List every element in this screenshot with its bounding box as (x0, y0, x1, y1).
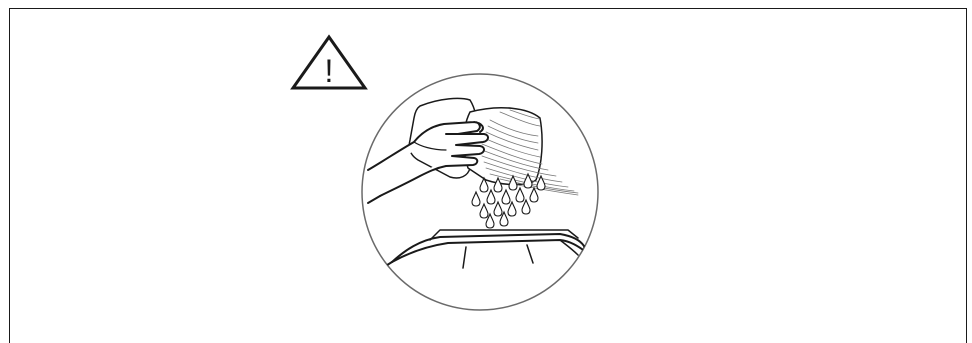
wipe-wet-surface-illustration (362, 74, 598, 310)
warning-triangle-icon: ! (293, 37, 365, 89)
warning-exclamation-glyph: ! (325, 53, 334, 89)
